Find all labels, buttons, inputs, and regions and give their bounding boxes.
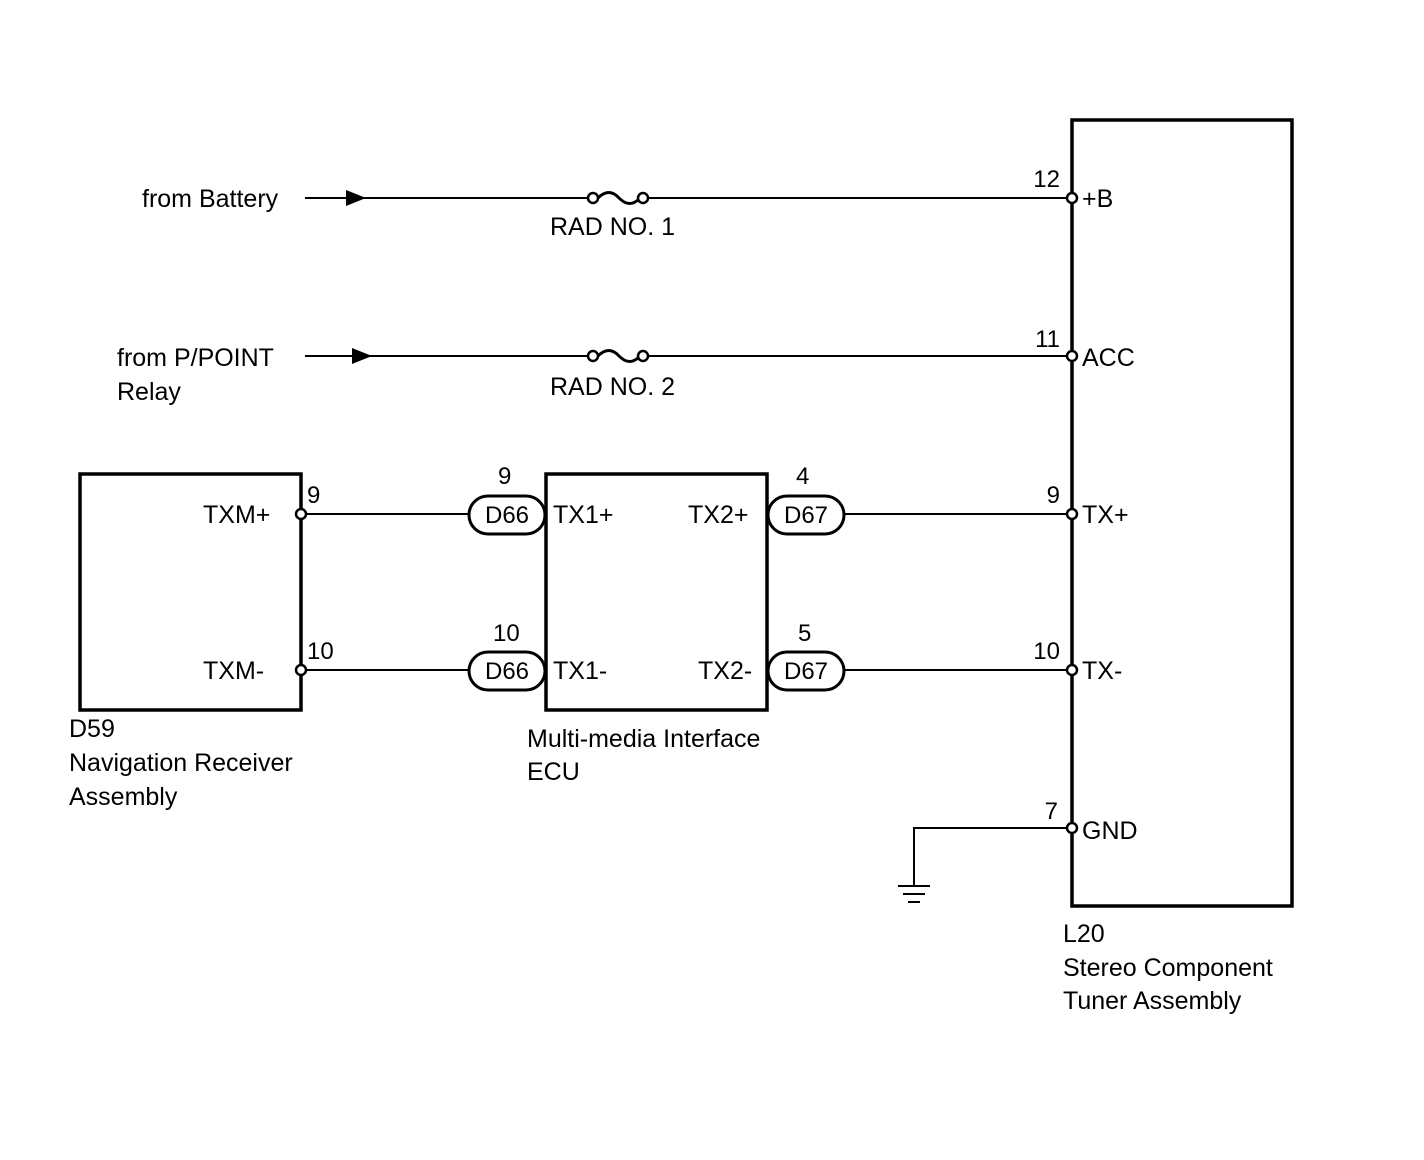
connector-d67-lower: D67: [766, 650, 846, 692]
nav-txm-plus-label: TXM+: [203, 501, 270, 529]
fuse-rad2-label: RAD NO. 2: [550, 373, 675, 401]
ecu-tx1-plus-label: TX1+: [553, 501, 613, 529]
tuner-pin-gnd: 7: [1045, 798, 1058, 825]
tuner-acc-label: ACC: [1082, 344, 1135, 372]
tuner-code-label: L20: [1063, 920, 1105, 948]
ecu-tx2-plus-label: TX2+: [688, 501, 748, 529]
connector-d66-upper: D66: [467, 494, 547, 536]
ecu-tx1-minus-label: TX1-: [553, 657, 607, 685]
nav-name-line2: Assembly: [69, 783, 178, 811]
tuner-b-plus-label: +B: [1082, 185, 1113, 213]
tuner-terminal-acc: [1065, 349, 1079, 363]
ecu-name-line2: ECU: [527, 758, 580, 786]
tuner-pin-tx-minus: 10: [1033, 638, 1060, 665]
tuner-terminal-gnd: [1065, 821, 1079, 835]
battery-arrow-icon: [346, 190, 366, 206]
nav-pin-txm-minus: 10: [307, 638, 334, 665]
connector-d66-lower: D66: [467, 650, 547, 692]
tuner-name-line1: Stereo Component: [1063, 954, 1273, 982]
ground-icon: [898, 885, 930, 903]
nav-name-line1: Navigation Receiver: [69, 749, 293, 777]
tuner-tx-plus-label: TX+: [1082, 501, 1129, 529]
tuner-terminal-tx-minus: [1065, 663, 1079, 677]
connector-d66-lower-label: D66: [485, 658, 529, 685]
connector-d66-upper-label: D66: [485, 502, 529, 529]
source-battery-label: from Battery: [142, 185, 279, 213]
ppoint-arrow-icon: [352, 348, 372, 364]
fuse-rad2-icon: [586, 349, 650, 363]
ecu-box: [544, 472, 769, 712]
connector-d67-lower-label: D67: [784, 658, 828, 685]
source-ppoint-label: from P/POINT: [117, 344, 274, 372]
fuse-rad1-label: RAD NO. 1: [550, 213, 675, 241]
connector-d67-upper: D67: [766, 494, 846, 536]
nav-terminal-txm-minus: [294, 663, 308, 677]
ecu-pin-tx2-plus: 4: [796, 463, 809, 490]
nav-terminal-txm-plus: [294, 507, 308, 521]
tuner-pin-tx-plus: 9: [1047, 482, 1060, 509]
ecu-pin-tx1-plus: 9: [498, 463, 511, 490]
nav-pin-txm-plus: 9: [307, 482, 320, 509]
nav-txm-minus-label: TXM-: [203, 657, 264, 685]
tuner-gnd-label: GND: [1082, 817, 1138, 845]
tuner-tx-minus-label: TX-: [1082, 657, 1122, 685]
ecu-pin-tx1-minus: 10: [493, 620, 520, 647]
fuse-rad1-icon: [586, 191, 650, 205]
ecu-name-line1: Multi-media Interface: [527, 725, 760, 753]
connector-d67-upper-label: D67: [784, 502, 828, 529]
tuner-pin-acc: 11: [1035, 326, 1060, 353]
tuner-pin-b: 12: [1033, 166, 1060, 193]
nav-receiver-box: [78, 472, 303, 712]
tuner-terminal-b: [1065, 191, 1079, 205]
source-relay-label: Relay: [117, 378, 181, 406]
ecu-pin-tx2-minus: 5: [798, 620, 811, 647]
tuner-terminal-tx-plus: [1065, 507, 1079, 521]
tuner-name-line2: Tuner Assembly: [1063, 987, 1242, 1015]
ground-wire: [913, 827, 1066, 885]
ecu-tx2-minus-label: TX2-: [698, 657, 752, 685]
nav-code-label: D59: [69, 715, 115, 743]
